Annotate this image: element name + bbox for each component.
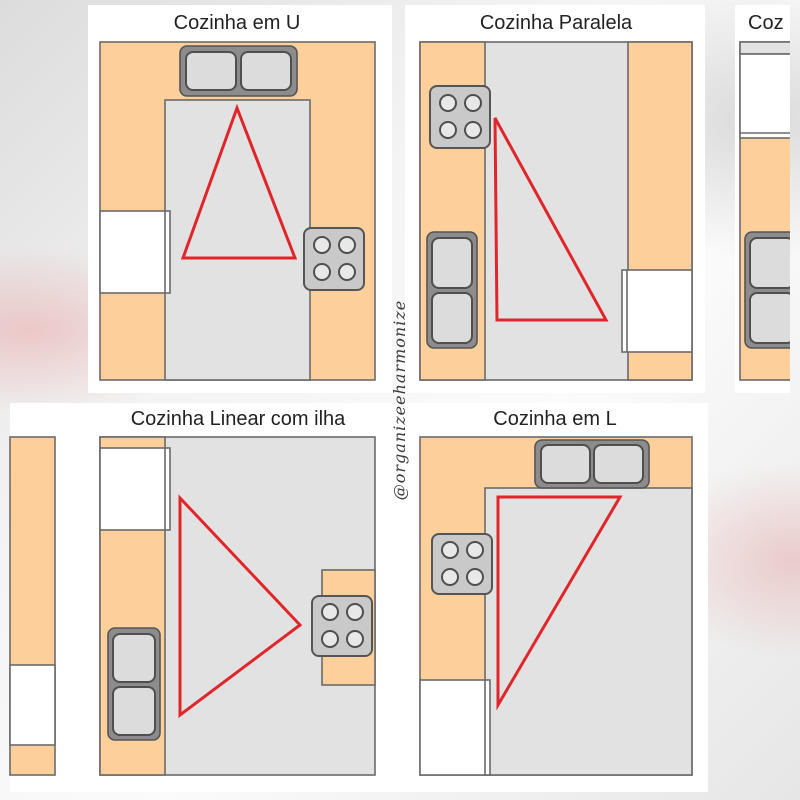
panel-cozinha-linear-com-ilha: Cozinha Linear com ilha	[99, 408, 376, 776]
work-triangle	[493, 117, 609, 322]
panel-title: Cozinha em U	[174, 12, 301, 34]
burner	[439, 121, 457, 139]
counter-top-edge	[739, 41, 790, 55]
burner	[466, 541, 484, 559]
burner	[321, 603, 339, 621]
fridge-icon	[419, 679, 491, 776]
burner	[346, 630, 364, 648]
burner	[466, 568, 484, 586]
burner	[464, 94, 482, 112]
panel-cozinha-em-u: Cozinha em U	[88, 5, 392, 393]
sink-basin	[749, 292, 790, 344]
burner	[338, 263, 356, 281]
burner	[313, 263, 331, 281]
stove-body	[311, 595, 373, 657]
sink-basin	[540, 444, 591, 484]
burner	[441, 568, 459, 586]
sink-icon	[744, 231, 790, 349]
panel-title: Coz	[748, 12, 784, 34]
fridge-body	[99, 447, 171, 531]
stove-icon	[429, 85, 491, 149]
burner	[338, 236, 356, 254]
burner	[441, 541, 459, 559]
panel-partial-left	[9, 436, 56, 776]
panel-title: Cozinha Linear com ilha	[131, 408, 346, 430]
fridge-body	[419, 679, 491, 776]
stove-icon	[311, 595, 373, 657]
work-triangle	[178, 494, 303, 718]
sink-icon	[426, 231, 478, 349]
panel-title: Cozinha Paralela	[480, 12, 633, 34]
burner	[313, 236, 331, 254]
panel-title: Cozinha em L	[493, 408, 616, 430]
panel-cozinha-em-l: Cozinha em L	[419, 408, 693, 776]
work-triangle	[496, 495, 623, 711]
fridge-body	[621, 269, 693, 353]
sink-basin	[593, 444, 644, 484]
burner	[346, 603, 364, 621]
burner	[439, 94, 457, 112]
work-triangle	[180, 103, 298, 260]
sink-basin	[185, 51, 237, 91]
burner	[321, 630, 339, 648]
stove-icon	[431, 533, 493, 595]
panel-cozinha-paralela: Cozinha Paralela	[405, 5, 705, 393]
fridge-icon	[99, 210, 171, 294]
fridge-icon	[9, 664, 56, 746]
sink-icon	[107, 627, 161, 741]
panel-partial-right: Coz	[735, 5, 790, 393]
fridge-body	[739, 53, 790, 139]
sink-basin	[240, 51, 292, 91]
floor-area	[484, 487, 693, 776]
fridge-icon	[739, 53, 790, 139]
sink-basin	[112, 686, 156, 736]
stove-body	[431, 533, 493, 595]
fridge-body	[9, 664, 56, 746]
stove-icon	[303, 227, 365, 291]
fridge-icon	[621, 269, 693, 353]
fridge-icon	[99, 447, 171, 531]
stove-body	[303, 227, 365, 291]
sink-icon	[179, 45, 298, 97]
sink-basin	[431, 237, 473, 289]
stove-body	[429, 85, 491, 149]
sink-icon	[534, 439, 650, 489]
sink-basin	[431, 292, 473, 344]
burner	[464, 121, 482, 139]
sink-basin	[112, 633, 156, 683]
watermark-text: @organizeeharmonize	[390, 300, 409, 500]
fridge-body	[99, 210, 171, 294]
sink-basin	[749, 237, 790, 289]
